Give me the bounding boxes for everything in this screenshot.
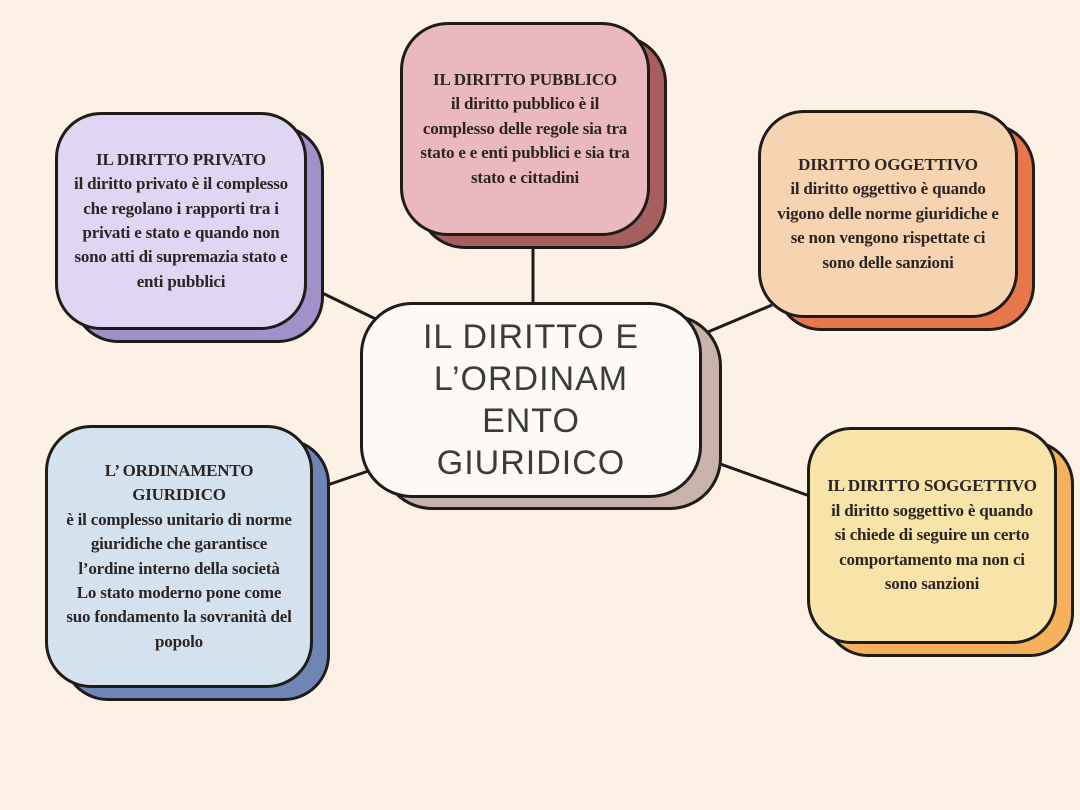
connector-soggettivo-center xyxy=(711,459,819,501)
node-body: il diritto pubblico è il complesso delle… xyxy=(420,94,630,187)
node-body: il diritto oggettivo è quando vigono del… xyxy=(777,179,999,272)
node-diritto-privato-card[interactable]: IL DIRITTO PRIVATO il diritto privato è … xyxy=(55,112,307,330)
central-topic-title: IL DIRITTO E L’ORDINAM ENTO GIURIDICO xyxy=(422,317,640,483)
node-central-topic-card[interactable]: IL DIRITTO E L’ORDINAM ENTO GIURIDICO xyxy=(360,302,702,498)
node-body: è il complesso unitario di norme giuridi… xyxy=(66,509,292,651)
node-diritto-soggettivo-card[interactable]: IL DIRITTO SOGGETTIVO il diritto soggett… xyxy=(807,427,1057,644)
node-central-topic[interactable]: IL DIRITTO E L’ORDINAM ENTO GIURIDICO xyxy=(360,302,722,510)
node-diritto-oggettivo[interactable]: DIRITTO OGGETTIVO il diritto oggettivo è… xyxy=(758,110,1035,331)
node-title: L’ ORDINAMENTO GIURIDICO xyxy=(104,460,254,505)
node-title: IL DIRITTO PUBBLICO xyxy=(433,69,617,89)
node-diritto-soggettivo[interactable]: IL DIRITTO SOGGETTIVO il diritto soggett… xyxy=(807,427,1074,657)
node-diritto-pubblico-card[interactable]: IL DIRITTO PUBBLICO il diritto pubblico … xyxy=(400,22,650,236)
node-ordinamento-giuridico[interactable]: L’ ORDINAMENTO GIURIDICO è il complesso … xyxy=(45,425,330,701)
node-diritto-pubblico[interactable]: IL DIRITTO PUBBLICO il diritto pubblico … xyxy=(400,22,667,249)
node-diritto-privato[interactable]: IL DIRITTO PRIVATO il diritto privato è … xyxy=(55,112,324,343)
node-body: il diritto privato è il complesso che re… xyxy=(74,174,288,291)
node-title: IL DIRITTO SOGGETTIVO xyxy=(827,476,1037,496)
node-title: IL DIRITTO PRIVATO xyxy=(96,149,266,169)
node-ordinamento-giuridico-card[interactable]: L’ ORDINAMENTO GIURIDICO è il complesso … xyxy=(45,425,313,688)
node-diritto-oggettivo-card[interactable]: DIRITTO OGGETTIVO il diritto oggettivo è… xyxy=(758,110,1018,318)
node-body: il diritto soggettivo è quando si chiede… xyxy=(831,500,1033,594)
node-title: DIRITTO OGGETTIVO xyxy=(798,154,978,174)
